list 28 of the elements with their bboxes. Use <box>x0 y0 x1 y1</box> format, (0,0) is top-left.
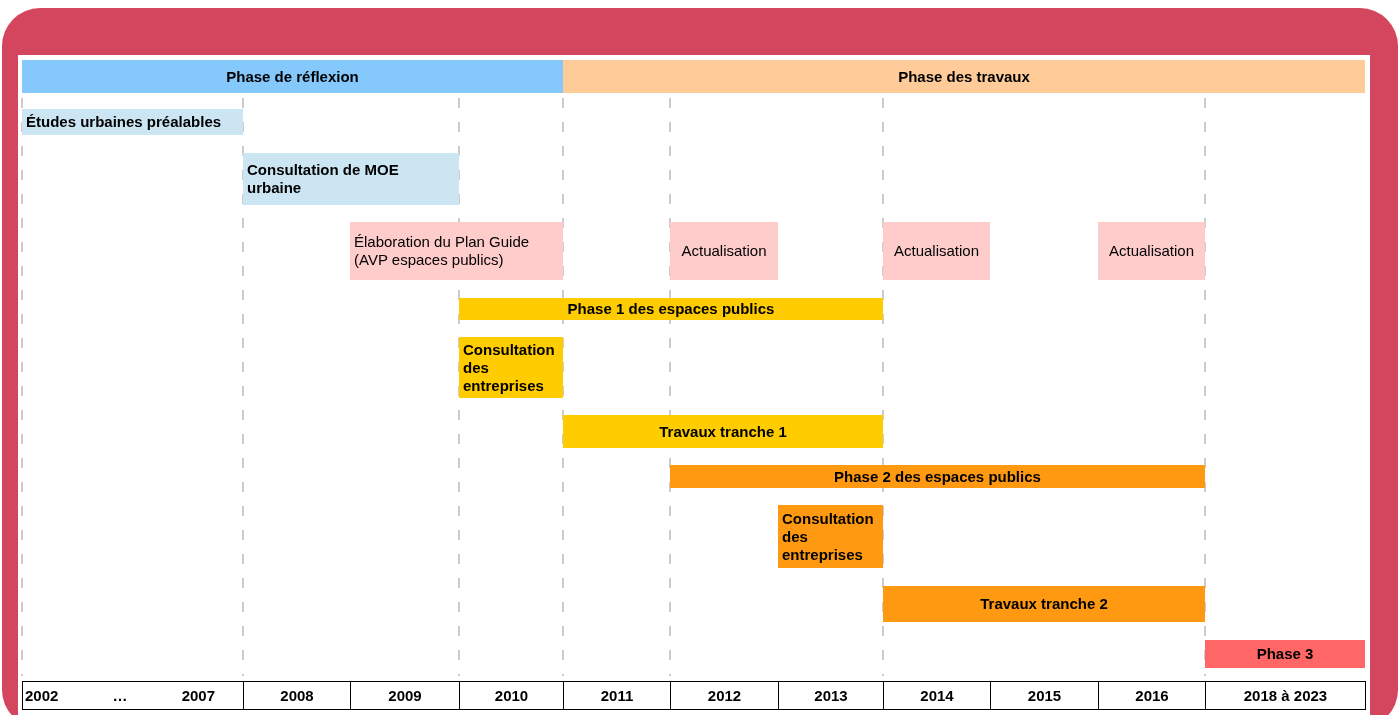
year-label: 2015 <box>990 681 1099 710</box>
year-label: 2009 <box>350 681 460 710</box>
task-bar: Études urbaines préalables <box>22 109 243 135</box>
task-bar: Élaboration du Plan Guide (AVP espaces publics) <box>350 222 563 280</box>
task-bar: Travaux tranche 1 <box>563 415 883 448</box>
task-bar: Actualisation <box>670 222 778 280</box>
year-label: 2008 <box>243 681 351 710</box>
year-label: 2016 <box>1098 681 1206 710</box>
task-bar: Consultation de MOE urbaine <box>243 153 459 205</box>
year-label: 2011 <box>563 681 671 710</box>
year-label: 2013 <box>778 681 884 710</box>
year-label: 2018 à 2023 <box>1205 681 1366 710</box>
ellipsis: … <box>112 687 128 704</box>
year-label: 2012 <box>670 681 779 710</box>
year-label: 2007 <box>181 687 215 704</box>
phase-bar: Phase 1 des espaces publics <box>459 298 883 320</box>
phase-bar: Phase 2 des espaces publics <box>670 465 1205 488</box>
task-bar: Travaux tranche 2 <box>883 586 1205 622</box>
task-bar: Consultation des entreprises <box>459 337 563 398</box>
task-bar: Actualisation <box>883 222 990 280</box>
phase-band: Phase de réflexion <box>22 60 563 93</box>
task-bar: Consultation des entreprises <box>778 505 883 568</box>
task-bar: Actualisation <box>1098 222 1205 280</box>
year-label: 2010 <box>459 681 564 710</box>
phase-bar: Phase 3 <box>1205 640 1365 668</box>
year-label: 2002 <box>25 687 59 704</box>
year-label: 2014 <box>883 681 991 710</box>
phase-band: Phase des travaux <box>563 60 1365 93</box>
